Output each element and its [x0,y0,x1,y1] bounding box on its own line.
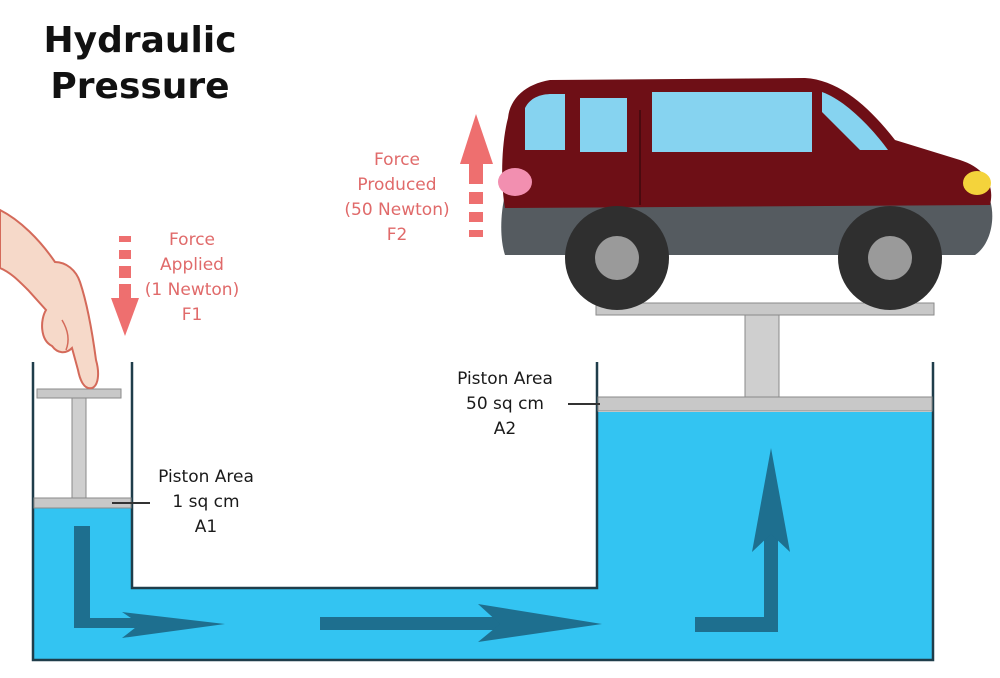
small-piston-line-2: 1 sq cm [172,492,240,512]
small-piston-line-1: Piston Area [158,467,254,487]
force-applied-line-2: Applied [160,255,224,275]
flow-arrowhead-up [752,448,790,552]
fluid-flow-arrows [74,448,790,642]
large-piston-head [597,396,933,412]
car-window-rear [525,94,565,150]
diagram-title: Hydraulic Pressure [20,18,260,110]
flow-arrow-middle [320,617,510,630]
flow-arrowhead-right-2 [478,604,602,642]
large-piston-rod [744,314,780,398]
small-piston-rod [71,397,87,499]
flow-arrow-down-right [74,526,150,628]
large-piston-line-1: Piston Area [457,369,553,389]
container-outline [31,362,935,662]
title-line-1: Hydraulic [43,20,237,61]
force-produced-line-2: Produced [357,175,437,195]
hand-pressing-piston [0,208,100,390]
force-produced-label: Force Produced (50 Newton) F2 [333,148,461,248]
force-applied-line-3: (1 Newton) [144,280,240,300]
large-piston-line-3: A2 [493,419,517,439]
force-applied-arrow [111,236,139,336]
car [498,78,993,310]
force-produced-line-4: F2 [386,225,408,245]
car-windshield [822,92,888,150]
car-window-front-door [652,92,812,152]
force-applied-label: Force Applied (1 Newton) F1 [132,228,252,328]
car-headlight [963,171,991,195]
force-applied-line-4: F1 [181,305,203,325]
large-piston [595,302,935,412]
car-window-back-door [580,98,627,152]
force-produced-line-1: Force [374,150,420,170]
force-produced-arrow [460,114,493,237]
force-applied-line-1: Force [169,230,215,250]
small-piston-area-label: Piston Area 1 sq cm A1 [146,465,266,540]
small-piston-plate [36,388,122,399]
title-line-2: Pressure [50,66,230,107]
large-piston-area-label: Piston Area 50 sq cm A2 [445,367,565,442]
flow-arrowhead-right-1 [122,612,225,638]
force-produced-line-3: (50 Newton) [344,200,450,220]
large-piston-line-2: 50 sq cm [466,394,544,414]
small-piston [33,388,132,509]
small-piston-line-3: A1 [194,517,218,537]
car-taillight [498,168,532,196]
